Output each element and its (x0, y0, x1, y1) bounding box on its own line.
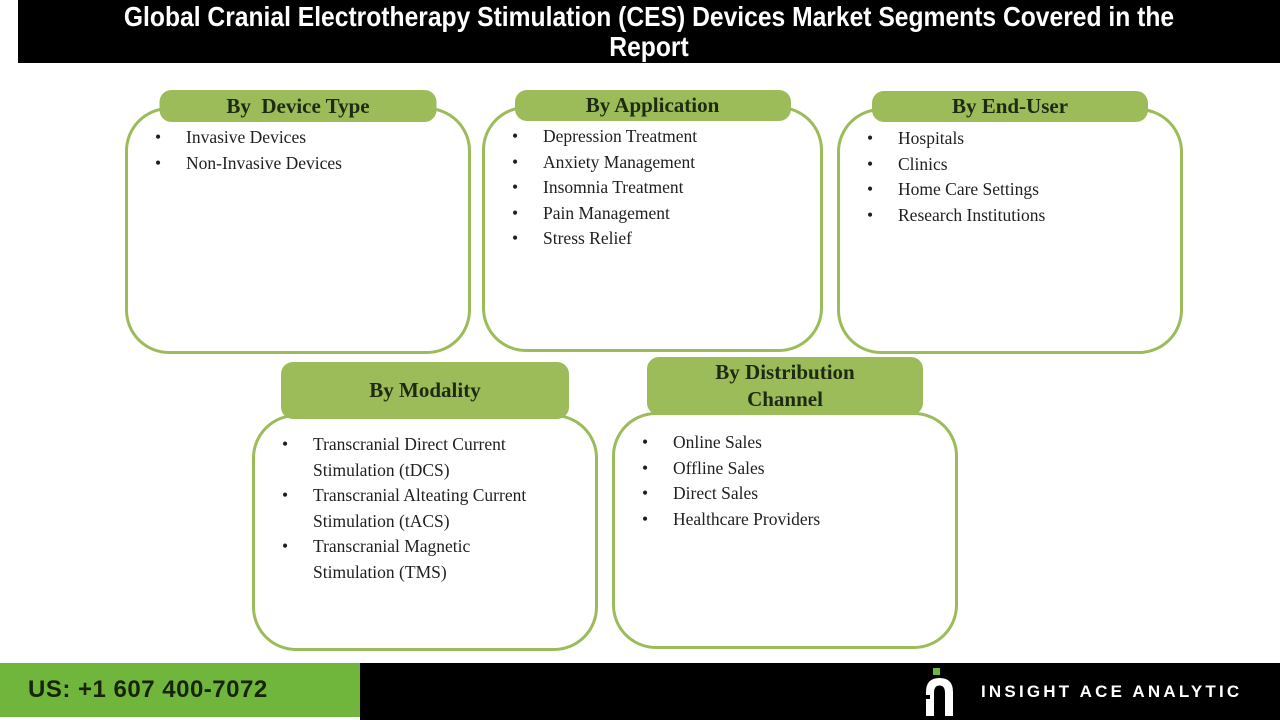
segment-card-modality: Transcranial Direct Current Stimulation … (252, 362, 598, 651)
bullet-dot (512, 124, 543, 150)
list-item-label: Clinics (898, 153, 948, 174)
list-item: Stress Relief (512, 226, 808, 252)
list-item-label: Direct Sales (673, 483, 759, 504)
segment-body-end-user: Hospitals Clinics Home Care Settings Res… (837, 108, 1183, 354)
segment-card-application: Depression Treatment Anxiety Management … (482, 90, 823, 354)
list-item-label: Anxiety Management (543, 151, 696, 172)
page-title-line1: Global Cranial Electrotherapy Stimulatio… (123, 0, 1175, 32)
segment-heading-application: By Application (514, 90, 791, 121)
segment-card-distribution-channel: Online Sales Offline Sales Direct Sales … (612, 357, 958, 649)
list-item: Anxiety Management (512, 150, 808, 176)
bullet-dot (282, 534, 313, 585)
segment-card-device-type: Invasive Devices Non-Invasive Devices By… (125, 90, 471, 356)
bullet-dot (642, 481, 673, 507)
list-item: Pain Management (512, 201, 808, 227)
bullet-dot (155, 151, 186, 177)
list-item-label: Insomnia Treatment (543, 177, 684, 198)
segment-heading-end-user: By End-User (872, 91, 1148, 122)
list-item-label: Invasive Devices (186, 127, 307, 147)
list-item: Non-Invasive Devices (155, 151, 456, 177)
list-item-label: Pain Management (543, 202, 670, 223)
page-title: Global Cranial Electrotherapy Stimulatio… (94, 0, 1205, 62)
segment-heading-modality: By Modality (281, 362, 569, 419)
list-item: Insomnia Treatment (512, 175, 808, 201)
segment-card-end-user: Hospitals Clinics Home Care Settings Res… (837, 91, 1183, 356)
bullet-dot (642, 507, 673, 533)
list-item: Invasive Devices (155, 125, 456, 151)
list-item: Healthcare Providers (642, 507, 943, 533)
bullet-dot (282, 432, 313, 483)
bullet-dot (512, 150, 543, 176)
list-item: Clinics (867, 152, 1168, 178)
bullet-dot (642, 430, 673, 456)
bullet-dot (155, 125, 186, 151)
brand-name: INSIGHT ACE ANALYTIC (981, 681, 1243, 701)
bullet-list-device-type: Invasive Devices Non-Invasive Devices (128, 110, 468, 176)
list-item-label: Home Care Settings (898, 179, 1039, 200)
page-title-line2: Report (609, 30, 689, 62)
list-item: Offline Sales (642, 456, 943, 482)
list-item-label: Online Sales (673, 432, 762, 452)
bullet-dot (512, 226, 543, 252)
list-item-label: Depression Treatment (543, 126, 698, 146)
list-item-label: Healthcare Providers (673, 508, 821, 529)
insight-ace-a-icon (926, 667, 953, 716)
segment-body-distribution-channel: Online Sales Offline Sales Direct Sales … (612, 412, 958, 649)
list-item-label: Transcranial Alteating Current Stimulati… (313, 485, 527, 531)
title-bar: Global Cranial Electrotherapy Stimulatio… (18, 0, 1280, 63)
list-item: Home Care Settings (867, 177, 1168, 203)
footer-phone-box: US: +1 607 400-7072 (0, 663, 360, 717)
list-item-label: Transcranial Direct Current Stimulation … (313, 434, 506, 480)
list-item-label: Stress Relief (543, 228, 632, 249)
list-item: Transcranial Alteating Current Stimulati… (282, 483, 583, 534)
list-item-label: Research Institutions (898, 204, 1046, 225)
bullet-dot (642, 456, 673, 482)
list-item-label: Offline Sales (673, 457, 765, 478)
list-item-label: Non-Invasive Devices (186, 152, 342, 173)
segment-heading-device-type: By Device Type (159, 90, 437, 122)
segment-heading-distribution-channel: By Distribution Channel (647, 357, 923, 415)
list-item-label: Hospitals (898, 128, 965, 148)
bullet-list-end-user: Hospitals Clinics Home Care Settings Res… (840, 111, 1180, 228)
bullet-dot (867, 152, 898, 178)
phone-number: US: +1 607 400-7072 (28, 676, 268, 703)
list-item-label: Transcranial Magnetic Stimulation (TMS) (313, 536, 471, 582)
bullet-dot (867, 177, 898, 203)
list-item: Transcranial Direct Current Stimulation … (282, 432, 583, 483)
list-item: Direct Sales (642, 481, 943, 507)
bullet-dot (867, 203, 898, 229)
segment-body-device-type: Invasive Devices Non-Invasive Devices (125, 107, 471, 354)
bullet-dot (282, 483, 313, 534)
bullet-dot (867, 126, 898, 152)
bullet-dot (512, 201, 543, 227)
bullet-dot (512, 175, 543, 201)
segment-body-application: Depression Treatment Anxiety Management … (482, 106, 823, 352)
list-item: Hospitals (867, 126, 1168, 152)
list-item: Depression Treatment (512, 124, 808, 150)
footer-brand-bar: INSIGHT ACE ANALYTIC (360, 663, 1280, 720)
bullet-list-distribution-channel: Online Sales Offline Sales Direct Sales … (615, 415, 955, 532)
list-item: Online Sales (642, 430, 943, 456)
bullet-list-application: Depression Treatment Anxiety Management … (485, 109, 820, 252)
list-item: Transcranial Magnetic Stimulation (TMS) (282, 534, 583, 585)
list-item: Research Institutions (867, 203, 1168, 229)
segment-body-modality: Transcranial Direct Current Stimulation … (252, 414, 598, 651)
bullet-list-modality: Transcranial Direct Current Stimulation … (255, 417, 595, 586)
